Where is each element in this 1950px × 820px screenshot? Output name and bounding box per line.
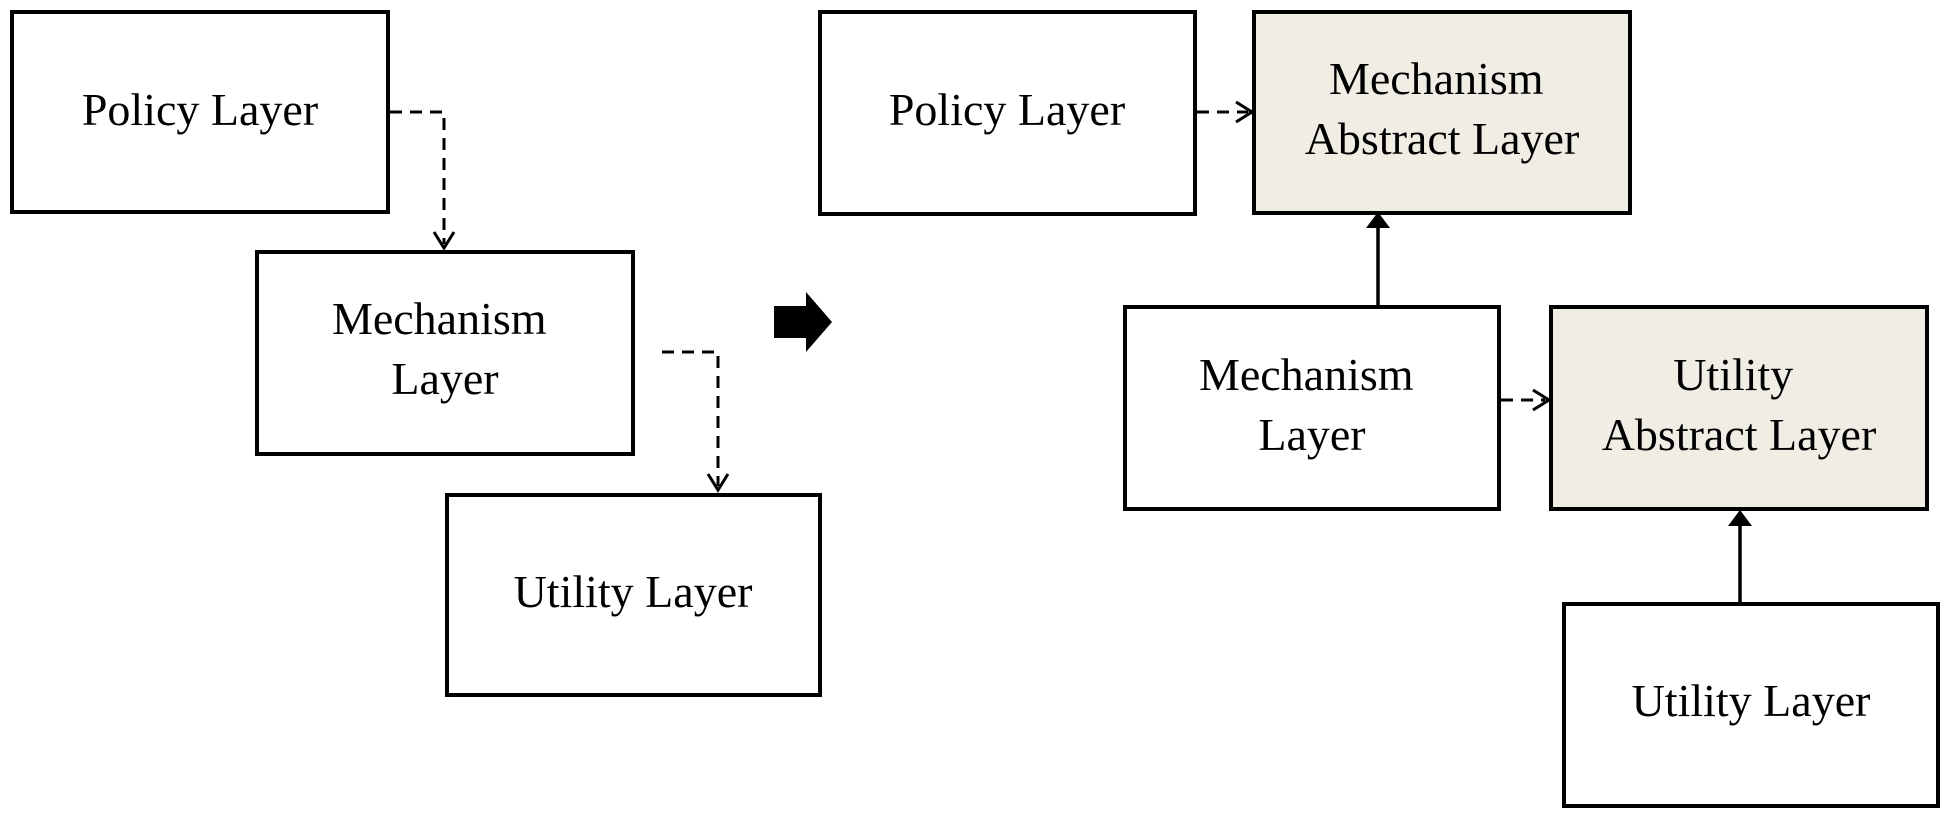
- before-utility-layer-label: Utility Layer: [514, 566, 753, 617]
- before-policy-layer-box: Policy Layer: [10, 10, 390, 214]
- after-mechanism-layer-box: Mechanism Layer: [1123, 305, 1501, 511]
- after-utility-abstract-layer-label-line2: Abstract Layer: [1602, 409, 1877, 460]
- after-solid-arrow-mechanism-to-mechanism-abstract: [1366, 212, 1390, 305]
- after-utility-layer-label: Utility Layer: [1632, 675, 1871, 726]
- after-utility-abstract-layer-box: Utility Abstract Layer: [1549, 305, 1929, 511]
- after-dashed-arrow-policy-to-mechanism-abstract: [1197, 100, 1255, 124]
- svg-text:Mechanism Layer: Mechanism Layer: [1199, 349, 1425, 460]
- svg-text:Utility Abstract Layer: Utility Abstract Layer: [1602, 349, 1877, 460]
- before-policy-layer-label: Policy Layer: [82, 84, 318, 135]
- after-mechanism-abstract-layer-label-line1: Mechanism: [1329, 53, 1544, 104]
- svg-text:Utility Layer: Utility Layer: [514, 566, 753, 617]
- after-diagram: Policy Layer Mechanism Abstract Layer Me…: [818, 10, 1940, 808]
- after-mechanism-layer-label-line1: Mechanism: [1199, 349, 1414, 400]
- svg-text:Mechanism Layer: Mechanism Layer: [332, 293, 558, 404]
- after-utility-layer-box: Utility Layer: [1562, 602, 1940, 808]
- after-policy-layer-box: Policy Layer: [818, 10, 1197, 216]
- before-mechanism-layer-label-line1: Mechanism: [332, 293, 547, 344]
- before-mechanism-layer-box: Mechanism Layer: [255, 250, 635, 456]
- before-mechanism-layer-label-line2: Layer: [391, 353, 498, 404]
- right-arrow-icon: [774, 292, 832, 352]
- before-utility-layer-box: Utility Layer: [445, 493, 822, 697]
- after-solid-arrow-utility-to-utility-abstract: [1728, 510, 1752, 602]
- before-dashed-arrow-policy-to-mechanism: [390, 110, 456, 251]
- before-dashed-arrow-mechanism-to-utility: [662, 350, 730, 493]
- svg-text:Policy Layer: Policy Layer: [889, 84, 1125, 135]
- after-mechanism-abstract-layer-box: Mechanism Abstract Layer: [1252, 10, 1632, 215]
- after-utility-abstract-layer-label-line1: Utility: [1673, 349, 1793, 400]
- svg-text:Mechanism Abstract Lay: Mechanism Abstract Layer: [1305, 53, 1580, 164]
- after-policy-layer-label: Policy Layer: [889, 84, 1125, 135]
- after-mechanism-abstract-layer-label-line2: Abstract Layer: [1305, 113, 1580, 164]
- after-dashed-arrow-mechanism-to-utility-abstract: [1501, 388, 1552, 412]
- svg-text:Utility Layer: Utility Layer: [1632, 675, 1871, 726]
- svg-text:Policy Layer: Policy Layer: [82, 84, 318, 135]
- before-diagram: Policy Layer Mechanism Layer Utility Lay…: [10, 10, 822, 697]
- after-mechanism-layer-label-line2: Layer: [1258, 409, 1365, 460]
